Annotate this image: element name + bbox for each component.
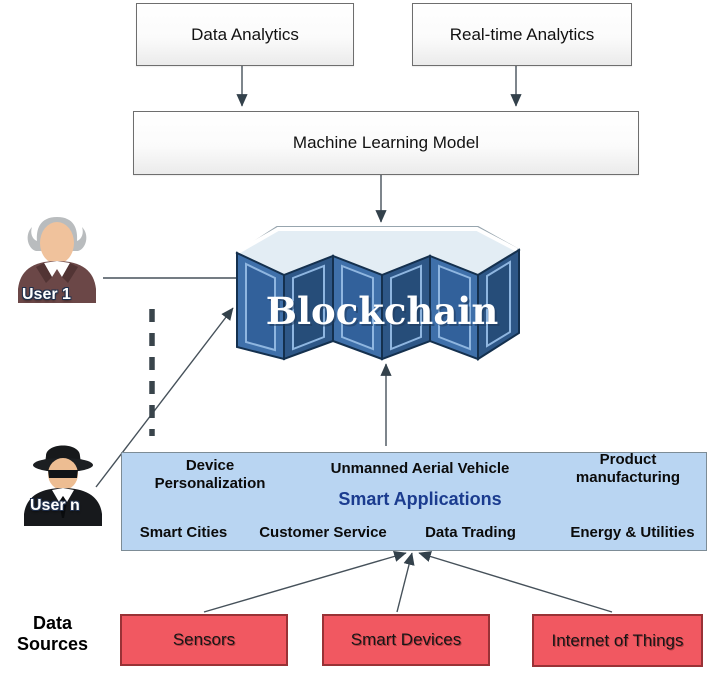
machine-learning-model-box: Machine Learning Model bbox=[133, 111, 639, 175]
smart-devices-box: Smart Devices bbox=[322, 614, 490, 666]
line-usern-to-blockchain bbox=[95, 307, 234, 488]
smart-app-customer-service: Customer Service bbox=[259, 524, 387, 541]
blockchain-panel-bevels bbox=[245, 260, 511, 352]
blockchain-label-shadow: Blockchain bbox=[268, 291, 501, 335]
usern-icon bbox=[24, 445, 102, 526]
data-sources-label: Data Sources bbox=[16, 613, 89, 654]
sensors-label: Sensors bbox=[172, 630, 236, 649]
smart-app-energy-utilities: Energy & Utilities bbox=[570, 524, 695, 541]
arrow-devices-to-smartapps bbox=[396, 552, 415, 613]
smart-devices-label: Smart Devices bbox=[350, 630, 462, 649]
blockchain-shape: Blockchain Blockchain bbox=[234, 226, 521, 361]
smart-app-data-trading: Data Trading bbox=[425, 524, 516, 541]
arrow-sensors-to-smartapps bbox=[203, 550, 407, 613]
smart-app-product-manufacturing: Product manufacturing bbox=[575, 451, 681, 486]
smart-app-device-personalization: Device Personalization bbox=[154, 457, 266, 492]
blockchain-top-rim bbox=[237, 227, 518, 254]
arrow-iot-to-smartapps bbox=[418, 551, 613, 613]
sensors-box: Sensors bbox=[120, 614, 288, 666]
user1-icon bbox=[18, 217, 96, 303]
smart-applications-title: Smart Applications bbox=[338, 489, 502, 509]
blockchain-label: Blockchain bbox=[266, 289, 499, 333]
blockchain-top-face bbox=[234, 226, 521, 277]
realtime-analytics-label: Real-time Analytics bbox=[449, 24, 595, 44]
flow-arrows bbox=[95, 66, 613, 613]
usern-label: User n bbox=[30, 497, 80, 514]
smart-app-smart-cities: Smart Cities bbox=[139, 524, 228, 541]
user1-label: User 1 bbox=[22, 286, 71, 303]
data-analytics-label: Data Analytics bbox=[191, 24, 299, 44]
machine-learning-model-label: Machine Learning Model bbox=[292, 133, 480, 152]
smart-applications-box bbox=[121, 452, 707, 551]
internet-of-things-box: Internet of Things bbox=[532, 614, 703, 667]
smart-app-uav: Unmanned Aerial Vehicle bbox=[330, 460, 510, 477]
internet-of-things-label: Internet of Things bbox=[551, 630, 684, 650]
data-analytics-box: Data Analytics bbox=[136, 3, 354, 66]
realtime-analytics-box: Real-time Analytics bbox=[412, 3, 632, 66]
